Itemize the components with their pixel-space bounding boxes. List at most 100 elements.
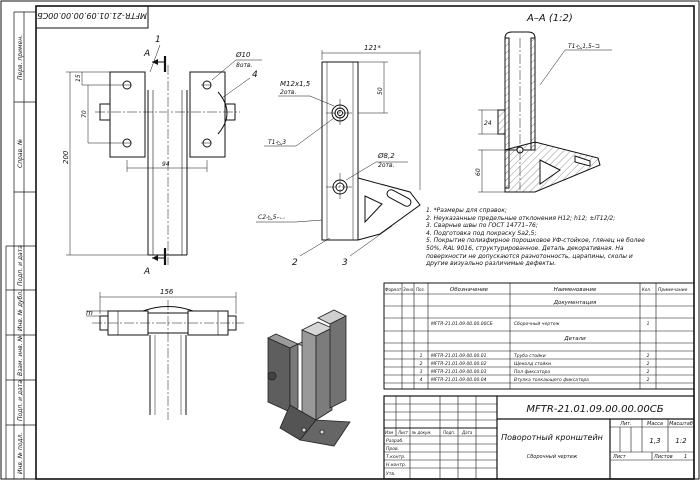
- spec-header-format: Формат: [385, 287, 402, 292]
- spec-row-name: Щеколд стойки: [514, 361, 551, 367]
- balloon-2: 2: [292, 258, 298, 268]
- dim-50: 50: [377, 87, 384, 95]
- side-view: [256, 50, 421, 257]
- spec-row-name: Пол фиксатора: [514, 369, 550, 375]
- spec-row-designation: MFTR-21.01.09.00.00.01: [431, 353, 487, 359]
- spec-row-pos: 2: [420, 361, 423, 367]
- spec-row-designation: MFTR-21.01.09.00.00.03: [431, 369, 487, 375]
- spec-doc-designation: MFTR-21.01.09.00.00.00СБ: [431, 321, 493, 327]
- change-header: № докум.: [411, 430, 432, 435]
- section-label: А–А (1:2): [526, 13, 573, 24]
- small-hole-callout: Ø8,2: [377, 152, 395, 160]
- spec-header-zone: Зона: [403, 287, 414, 292]
- spec-section-docs: Документация: [553, 300, 597, 306]
- strip-label: Подп. и дата: [17, 380, 24, 421]
- rotated-code-box: MFTR-21.01.09.00.00.00СБ: [35, 5, 149, 29]
- note-line: поверхности не допускаются разнотонность…: [426, 252, 633, 260]
- spec-section-parts: Детали: [563, 336, 586, 342]
- spec-table-text: Формат Зона Поз. Обозначение Наименовани…: [385, 287, 688, 383]
- title-sheet-label: Лист: [612, 454, 627, 460]
- role-label: Н.контр.: [386, 462, 406, 468]
- dim-200: 200: [62, 150, 70, 164]
- cut-marker-bottom: А: [143, 267, 150, 277]
- section-labels: А–А (1:2) Т1-◺1,5–⊐ 24 60: [475, 13, 600, 176]
- dim-156: 156: [160, 288, 174, 296]
- top-view: [86, 292, 244, 420]
- note-line: другие визуально различимые дефекты.: [426, 260, 557, 268]
- title-block-text: MFTR-21.01.09.00.00.00СБ Поворотный крон…: [385, 404, 693, 477]
- section-view: [478, 31, 612, 193]
- role-label: Т.контр.: [386, 454, 406, 460]
- spec-header-note: Примечание: [658, 287, 688, 293]
- note-line: 5. Покрытие полиэфирное порошковое УФ-ст…: [426, 237, 645, 245]
- title-scale-value: 1:2: [675, 437, 687, 445]
- change-header: Дата: [461, 430, 473, 435]
- title-sheets-value: 1: [684, 454, 687, 460]
- spec-row-qty: 2: [647, 353, 650, 359]
- spec-header-pos: Поз.: [416, 287, 425, 292]
- spec-row-name: Втулка толкающего фиксатора: [514, 377, 589, 383]
- spec-row-designation: MFTR-21.01.09.00.00.04: [431, 377, 487, 383]
- title-doc-type: Сборочный чертеж: [527, 454, 578, 460]
- left-strip: [5, 11, 36, 479]
- spec-header-qty: Кол.: [642, 287, 651, 292]
- balloon-1: 1: [155, 35, 161, 45]
- thread-callout: М12х1,5: [280, 80, 311, 88]
- weld-t1: Т1-◺3: [268, 139, 286, 146]
- title-col-scale: Масштаб: [669, 421, 693, 427]
- change-header: Подп.: [443, 430, 455, 435]
- title-col-lit: Лит.: [619, 421, 632, 427]
- spec-header-name: Наименование: [554, 287, 597, 293]
- title-sheets-label: Листов: [653, 454, 673, 460]
- spec-row-qty: 2: [647, 377, 650, 383]
- spec-doc-qty: 1: [647, 321, 650, 327]
- hole-note: 8отв.: [236, 62, 253, 69]
- strip-label: Подп. и дата: [17, 245, 24, 286]
- spec-row-qty: 2: [647, 369, 650, 375]
- role-label: Разраб.: [386, 438, 404, 444]
- title-block: [383, 395, 695, 480]
- note-line: 50%, RAL 9016, структурированное. Деталь…: [426, 244, 624, 252]
- dim-121: 121*: [364, 44, 381, 52]
- thread-note: 2отв.: [280, 89, 297, 96]
- note-line: 4. Подготовка под покраску Sa2,5;: [426, 229, 537, 237]
- title-doc-code: MFTR-21.01.09.00.00.00СБ: [526, 404, 663, 415]
- spec-row-pos: 4: [420, 377, 423, 383]
- spec-table: [383, 282, 695, 390]
- note-line: 2. Неуказанные предельные отклонения Н12…: [426, 214, 616, 222]
- front-view: [66, 44, 262, 265]
- title-mass-value: 1,3: [649, 437, 660, 445]
- note-line: 3. Сварные швы по ГОСТ 14771–76;: [426, 222, 538, 230]
- balloon-3: 3: [342, 258, 348, 268]
- dim-94: 94: [162, 161, 170, 168]
- section-weld: Т1-◺1,5–⊐: [568, 43, 600, 50]
- isometric-view: [267, 309, 351, 447]
- dim-60: 60: [475, 168, 482, 176]
- strip-label: Справ. №: [17, 139, 24, 168]
- change-header: Лист: [397, 430, 409, 435]
- role-label: Пров.: [386, 446, 399, 452]
- dim-70: 70: [81, 110, 88, 118]
- left-strip-labels: Перв. примен. Справ. № Подп. и дата Инв.…: [17, 35, 24, 474]
- technical-notes: 1. *Размеры для справок; 2. Неуказанные …: [426, 207, 694, 268]
- strip-label: Инв. № подл.: [17, 433, 24, 474]
- top-view-labels: 156 m: [86, 288, 174, 317]
- note-line: 1. *Размеры для справок;: [426, 207, 507, 214]
- cut-marker-top: А: [143, 49, 150, 59]
- role-label: Утв.: [386, 471, 395, 477]
- spec-row-pos: 1: [420, 353, 423, 359]
- spec-header-designation: Обозначение: [450, 287, 489, 293]
- dim-15: 15: [75, 74, 82, 82]
- front-view-labels: Ø10 8отв. 15 70 200 94 1 4 А А: [62, 35, 258, 277]
- spec-row-qty: 2: [647, 361, 650, 367]
- dim-m: m: [86, 309, 93, 317]
- spec-doc-name: Сборочный чертеж: [514, 321, 560, 327]
- dim-24: 24: [484, 120, 492, 127]
- side-view-labels: 121* М12х1,5 2отв. 50 Т1-◺3 Ø8,2 2отв. С…: [258, 44, 395, 268]
- change-header: Изм: [385, 430, 393, 435]
- strip-label: Инв. № дубл.: [17, 290, 24, 331]
- spec-row-name: Труба стойки: [514, 353, 546, 359]
- small-hole-note: 2отв.: [378, 162, 395, 169]
